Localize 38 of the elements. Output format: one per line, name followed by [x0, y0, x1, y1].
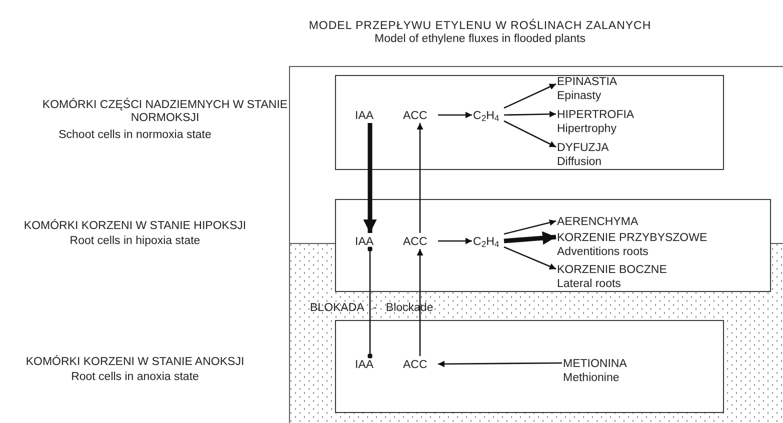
arrow	[504, 219, 556, 235]
term-text: HIPERTROFIA Hipertrophy	[557, 108, 657, 136]
term-text: KORZENIE BOCZNE Lateral roots	[557, 263, 687, 291]
row-label: KOMÓRKI KORZENI W STANIE HIPOKSJI	[22, 220, 248, 233]
row-label: Schoot cells in normoxia state	[58, 129, 212, 142]
panel-box	[335, 320, 724, 413]
term-text: AERENCHYMA	[557, 215, 667, 229]
arrow	[504, 83, 556, 109]
row-label: KOMÓRKI KORZENI W STANIE ANOKSJI	[24, 356, 246, 369]
title: MODEL PRZEPŁYWU ETYLENU W ROŚLINACH ZALANYCH	[308, 18, 652, 34]
term-text: DYFUZJA Diffusion	[557, 141, 647, 169]
term-text: ACC	[403, 357, 439, 373]
arrow	[438, 360, 562, 368]
term-text: ACC	[403, 108, 439, 124]
term-text: KORZENIE PRZYBYSZOWE Adventitions roots	[557, 231, 717, 259]
subtitle: Model of ethylene fluxes in flooded plants	[374, 33, 586, 46]
term-text: ACC	[403, 234, 439, 250]
row-label: Root cells in hipoxia state	[68, 235, 202, 248]
arrow	[416, 123, 424, 233]
arrow	[504, 120, 556, 148]
arrow	[438, 112, 472, 118]
term-text: IAA	[355, 234, 387, 250]
arrow	[504, 231, 556, 245]
arrow	[416, 249, 424, 356]
term-text: IAA	[355, 357, 387, 373]
term-text: C$_{2}$H$_{4}$	[473, 107, 505, 125]
term-text: EPINASTIA Epinasty	[557, 75, 647, 103]
term-text: METIONINA Methionine	[563, 357, 653, 385]
panel-box	[335, 75, 724, 170]
arrow	[504, 110, 556, 118]
term-text: C$_{2}$H$_{4}$	[473, 233, 505, 251]
arrow	[438, 238, 472, 244]
panel-box	[335, 199, 771, 292]
row-label: KOMÓRKI CZĘŚCI NADZIEMNYCH W STANIE NORMOKSJI	[41, 99, 289, 125]
arrow	[504, 246, 556, 270]
arrow	[363, 123, 377, 233]
term-text: IAA	[355, 108, 387, 124]
row-label: Root cells in anoxia state	[70, 371, 200, 384]
